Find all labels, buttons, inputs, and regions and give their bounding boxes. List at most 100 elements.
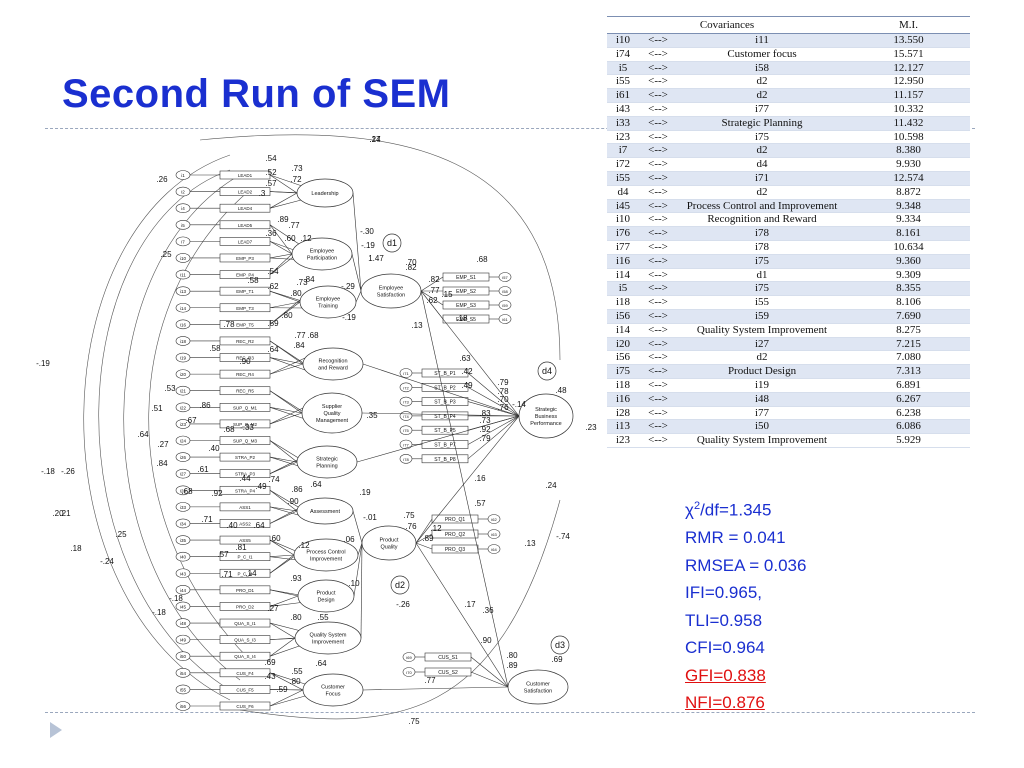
latent-strategic-planning bbox=[296, 445, 358, 479]
latent-label: Design bbox=[317, 598, 334, 604]
path-coefficient: .80 bbox=[290, 289, 302, 298]
relation-cell: <--> bbox=[639, 226, 677, 241]
path-coefficient: .84 bbox=[156, 459, 168, 468]
latent-label: and Reward bbox=[318, 366, 348, 372]
var-b-cell: Quality System Improvement bbox=[677, 433, 848, 448]
latent-label: Performance bbox=[530, 421, 562, 427]
path-coefficient: .25 bbox=[115, 530, 127, 539]
path-coefficient: -.30 bbox=[360, 227, 374, 236]
path-coefficient: .43 bbox=[264, 672, 276, 681]
var-b-cell: Strategic Planning bbox=[677, 116, 848, 131]
latent-label: Leadership bbox=[311, 191, 338, 197]
var-b-cell: i77 bbox=[677, 406, 848, 421]
loading-arrow bbox=[269, 490, 298, 512]
relation-cell: <--> bbox=[639, 74, 677, 90]
path-coefficient: .15 bbox=[441, 290, 453, 299]
error-term-label: i24 bbox=[180, 439, 187, 444]
indicator-label: PRO_Q3 bbox=[445, 547, 466, 553]
path-coefficient: .82 bbox=[405, 263, 417, 272]
latent-supplier-quality bbox=[301, 392, 363, 434]
loading-arrow bbox=[269, 407, 303, 414]
path-coefficient: .61 bbox=[197, 465, 209, 474]
path-coefficient: .64 bbox=[253, 521, 265, 530]
var-a-cell: i74 bbox=[607, 47, 639, 62]
error-term-label: i5 bbox=[181, 223, 185, 228]
latent-product-quality bbox=[361, 525, 417, 561]
path-coefficient: .68 bbox=[476, 255, 488, 264]
slide-title: Second Run of SEM bbox=[62, 72, 451, 116]
next-slide-arrow-icon[interactable] bbox=[50, 722, 62, 738]
path-coefficient: .67 bbox=[185, 416, 197, 425]
indicator-label: QUA_S_I1 bbox=[234, 621, 256, 626]
loading-arrow bbox=[269, 672, 304, 691]
path-coefficient: -.18 bbox=[152, 608, 166, 617]
indicator-label: ASS5 bbox=[239, 538, 251, 543]
relation-cell: <--> bbox=[639, 240, 677, 255]
path-coefficient: .44 bbox=[239, 474, 251, 483]
relation-cell: <--> bbox=[639, 378, 677, 393]
var-b-cell: i58 bbox=[677, 61, 848, 76]
path-coefficient: .82 bbox=[428, 275, 440, 284]
error-term-label: i7 bbox=[181, 239, 185, 244]
indicator-label: ST_B_P2 bbox=[434, 385, 456, 391]
latent-label: Strategic bbox=[316, 457, 338, 463]
path-coefficient: .12 bbox=[430, 524, 442, 533]
path-coefficient: .57 bbox=[265, 179, 277, 188]
covariance-arc bbox=[199, 134, 561, 361]
loading-arrow bbox=[415, 542, 433, 550]
mi-cell: 7.313 bbox=[847, 364, 971, 379]
disturbance-label: d1 bbox=[387, 238, 397, 248]
var-a-cell: i43 bbox=[607, 102, 639, 117]
latent-leadership bbox=[296, 178, 354, 208]
path-coefficient: .14 bbox=[245, 569, 257, 578]
var-b-cell: i59 bbox=[677, 309, 848, 324]
indicator-label: SUP_Q_M1 bbox=[233, 405, 258, 410]
indicator-label: QUA_S_I4 bbox=[234, 654, 256, 659]
path-coefficient: .90 bbox=[480, 636, 492, 645]
path-coefficient: .16 bbox=[474, 474, 486, 483]
path-coefficient: .17 bbox=[464, 600, 476, 609]
latent-customer-focus bbox=[302, 673, 364, 707]
cfi-value: CFI=0.964 bbox=[685, 638, 765, 658]
indicator-label: QUA_S_I3 bbox=[234, 638, 256, 643]
loading-arrow bbox=[420, 290, 444, 306]
error-term-label: i71 bbox=[403, 371, 409, 376]
relation-cell: <--> bbox=[639, 337, 677, 352]
var-b-cell: d2 bbox=[677, 350, 848, 366]
error-term-label: i70 bbox=[406, 670, 412, 675]
loading-arrow bbox=[269, 301, 301, 309]
path-coefficient: .49 bbox=[461, 381, 473, 390]
var-b-cell: d1 bbox=[677, 268, 848, 283]
relation-cell: <--> bbox=[639, 295, 677, 310]
error-term-label: i2 bbox=[181, 190, 185, 195]
loading-arrow bbox=[467, 401, 520, 417]
var-b-cell: i75 bbox=[677, 254, 848, 269]
path-coefficient: -.26 bbox=[396, 600, 410, 609]
error-term-label: i19 bbox=[180, 356, 187, 361]
indicator-label: REC_R3 bbox=[236, 356, 254, 361]
error-term-label: i4 bbox=[181, 206, 185, 211]
error-term-label: i62 bbox=[491, 517, 497, 522]
error-term-label: i10 bbox=[180, 256, 187, 261]
gfi-value: GFI=0.838 bbox=[685, 665, 766, 685]
relation-cell: <--> bbox=[639, 61, 677, 76]
relation-cell: <--> bbox=[639, 171, 677, 186]
indicator-label: ST_B_P8 bbox=[434, 457, 456, 463]
var-a-cell: i72 bbox=[607, 157, 639, 172]
error-term-label: i20 bbox=[180, 372, 187, 377]
var-a-cell: d4 bbox=[607, 185, 639, 200]
path-coefficient: .93 bbox=[290, 574, 302, 583]
mi-cell: 9.360 bbox=[847, 254, 971, 269]
loading-arrow bbox=[269, 695, 306, 707]
